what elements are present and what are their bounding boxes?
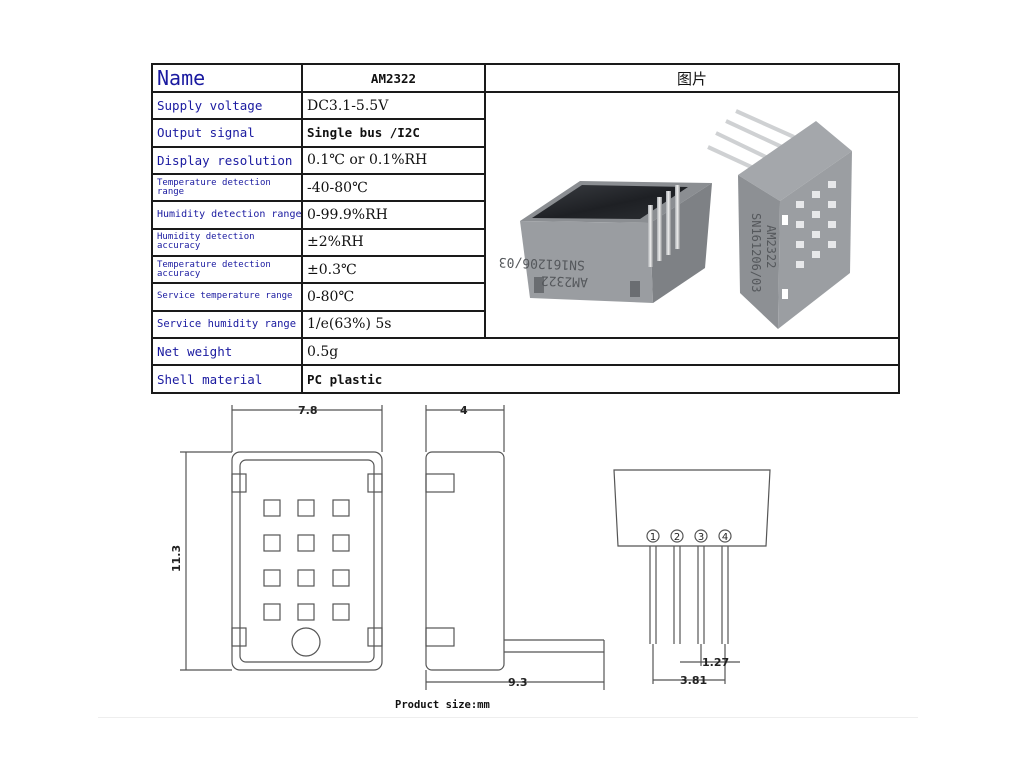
table-row: Display resolution 0.1℃ or 0.1%RH	[151, 145, 899, 175]
dim-pin-span: 3.81	[680, 674, 707, 687]
row-value: Single bus /I2C	[301, 118, 486, 148]
dim-front-height: 11.3	[170, 545, 183, 572]
row-value: PC plastic	[301, 364, 900, 394]
row-label: Temperature detection accuracy	[151, 254, 303, 285]
row-label: Output signal	[151, 118, 303, 148]
sensor-lying-view: SN161206/03 AM2322	[499, 181, 712, 303]
photo-print-3: SN161206/03	[749, 213, 763, 292]
photo-print-1: SN161206/03	[499, 254, 586, 272]
photo-print-2: AM2322	[541, 272, 588, 289]
divider	[98, 717, 918, 718]
table-row: Temperature detection accuracy ±0.3℃	[151, 254, 899, 285]
row-label: Service temperature range	[151, 282, 303, 312]
row-label: Net weight	[151, 337, 303, 366]
row-value: ±2%RH	[301, 227, 486, 257]
row-label: Humidity detection accuracy	[151, 227, 303, 257]
table-row: Output signal Single bus /I2C	[151, 118, 899, 148]
dim-side-length: 9.3	[508, 676, 528, 689]
dim-side-depth: 4	[460, 404, 468, 417]
row-value: 0-99.9%RH	[301, 200, 486, 230]
model-header: AM2322	[301, 63, 486, 93]
row-label: Supply voltage	[151, 90, 303, 121]
table-row: Service temperature range 0-80℃	[151, 282, 899, 312]
grille-holes-icon	[263, 499, 350, 621]
pin-view	[613, 469, 771, 644]
pin-number-label: 2	[674, 532, 680, 543]
front-view	[231, 451, 383, 671]
row-value: 0-80℃	[301, 282, 486, 312]
side-view	[425, 451, 605, 671]
pin-number-label: 3	[698, 532, 704, 543]
table-row: Humidity detection range 0-99.9%RH	[151, 200, 899, 230]
photo-print-4: AM2322	[764, 225, 778, 268]
table-row: Service humidity range 1/e(63%) 5s	[151, 309, 899, 340]
row-value: -40-80℃	[301, 172, 486, 203]
dim-pin-pitch: 1.27	[702, 656, 729, 669]
row-label: Service humidity range	[151, 309, 303, 340]
pin-number-label: 1	[650, 532, 656, 543]
row-value: 0.5g	[301, 337, 900, 366]
row-label: Display resolution	[151, 145, 303, 175]
row-value: 1/e(63%) 5s	[301, 309, 486, 340]
table-row: Temperature detection range -40-80℃	[151, 172, 899, 203]
table-row: Shell material PC plastic	[151, 364, 900, 394]
row-value: DC3.1-5.5V	[301, 90, 486, 121]
row-label: Shell material	[151, 364, 303, 394]
sensor-photo: SN161206/03 AM2322	[499, 109, 852, 329]
table-row: Humidity detection accuracy ±2%RH	[151, 227, 899, 257]
spec-table: Name AM2322 图片 Supply voltage DC3.1-5.5V	[151, 63, 900, 394]
row-label: Humidity detection range	[151, 200, 303, 230]
pin-number-label: 4	[722, 532, 728, 543]
product-photo-cell: SN161206/03 AM2322	[484, 91, 900, 339]
sensor-standing-view: SN161206/03 AM2322	[707, 109, 852, 329]
sensor-pins-icon	[648, 185, 680, 267]
drawing-caption: Product size:mm	[395, 699, 490, 711]
dimension-drawing: 7.8 11.3 4 9.3 1.27 3.81 1 2 3 4	[170, 404, 771, 690]
table-row: Supply voltage DC3.1-5.5V	[151, 90, 900, 339]
name-header: Name	[151, 63, 303, 93]
grille-holes-icon	[796, 181, 836, 268]
table-row: Net weight 0.5g	[151, 337, 900, 366]
row-label: Temperature detection range	[151, 172, 303, 203]
table-header-row: Name AM2322 图片	[151, 63, 900, 93]
picture-header: 图片	[484, 63, 900, 93]
row-value: ±0.3℃	[301, 254, 486, 285]
dim-front-width: 7.8	[298, 404, 318, 417]
row-value: 0.1℃ or 0.1%RH	[301, 145, 486, 175]
